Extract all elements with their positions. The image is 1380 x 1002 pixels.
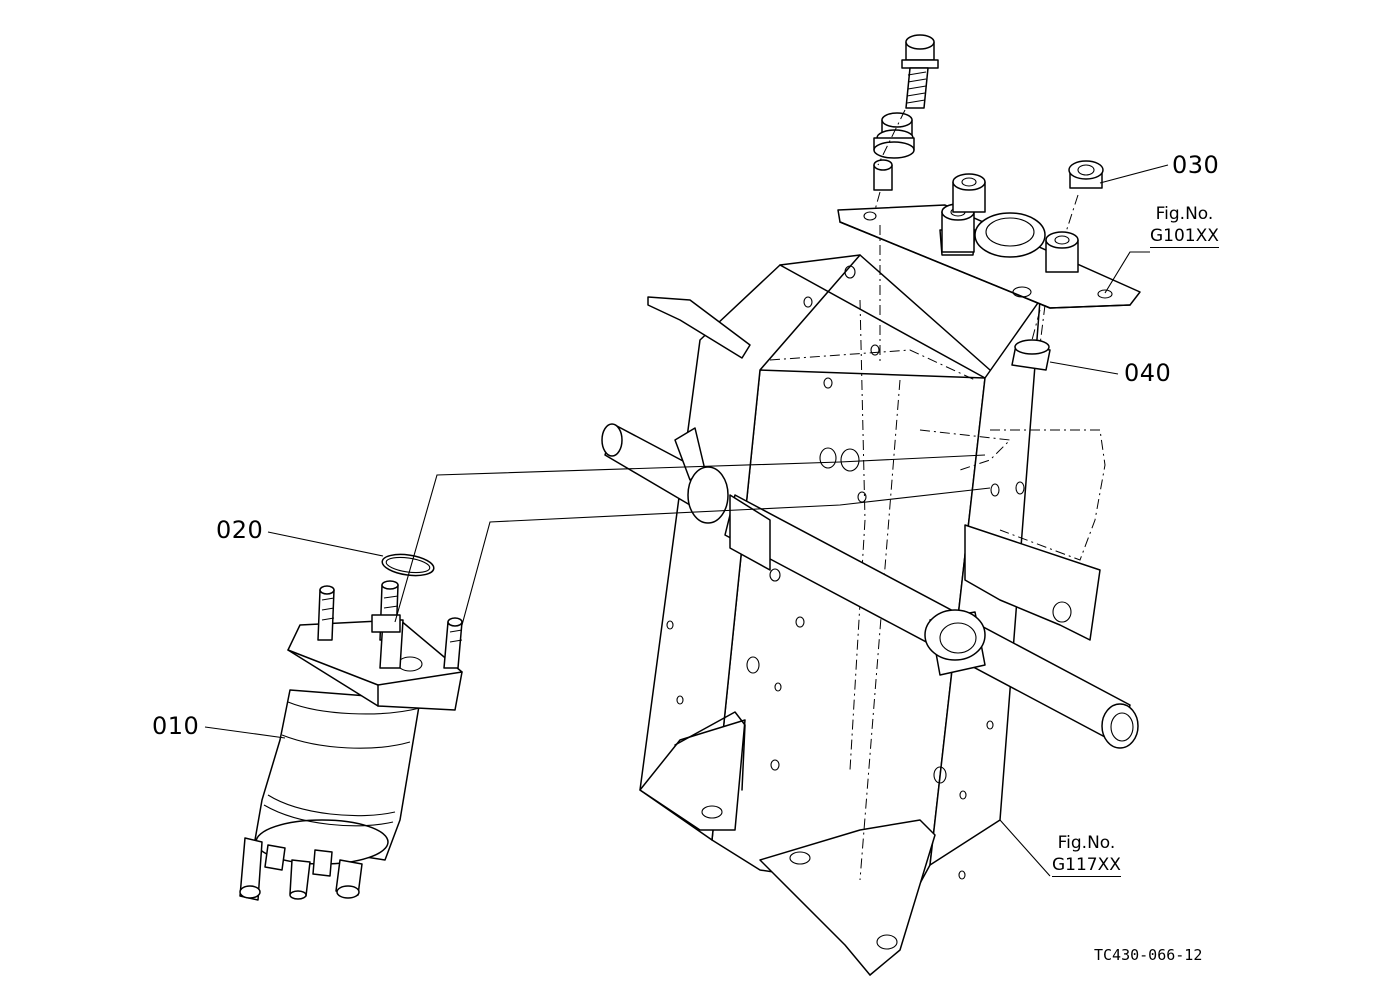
callout-030: 030	[1172, 151, 1220, 179]
support-frame	[601, 254, 1139, 976]
figure-reference-code: G101XX	[1150, 226, 1219, 248]
figure-reference-g101xx: Fig.No. G101XX	[1150, 203, 1219, 248]
callout-010: 010	[152, 712, 200, 740]
top-bracket-plate	[837, 173, 1141, 365]
figure-reference-prefix: Fig.No.	[1057, 833, 1116, 853]
callout-040: 040	[1124, 359, 1172, 387]
assembly-lines	[394, 454, 991, 626]
callout-020: 020	[216, 516, 264, 544]
leader-lines	[204, 164, 1169, 877]
bolt-stack	[873, 34, 939, 211]
figure-reference-g117xx: Fig.No. G117XX	[1052, 832, 1121, 877]
part-010-solenoid	[239, 580, 463, 901]
drawing-number: TC430-066-12	[1094, 946, 1203, 964]
figure-reference-code: G117XX	[1052, 855, 1121, 877]
figure-reference-prefix: Fig.No.	[1155, 204, 1214, 224]
part-040-spacer	[1011, 309, 1051, 371]
part-030-nut	[1065, 160, 1104, 233]
part-020-o-ring	[381, 553, 435, 577]
